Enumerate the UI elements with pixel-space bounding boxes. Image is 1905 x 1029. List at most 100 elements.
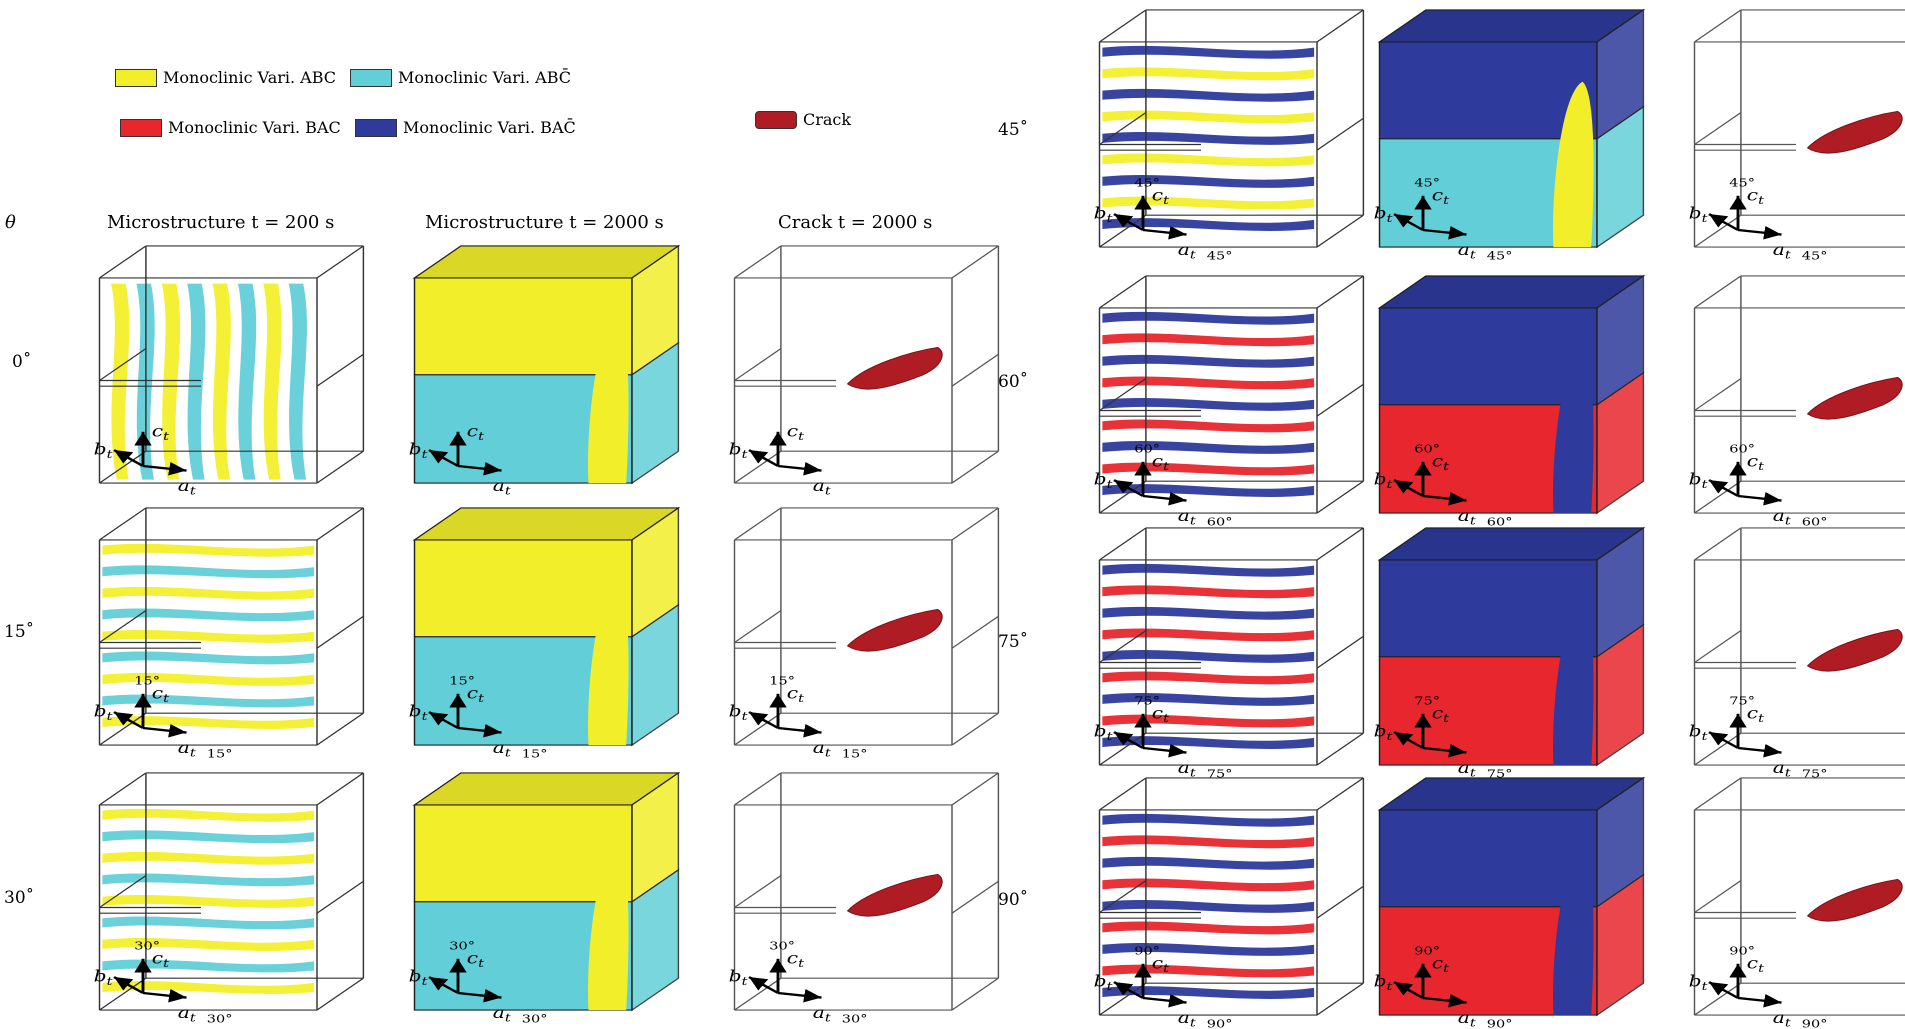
axis-label-a: at [1178,507,1197,528]
angle-mark: 60° [1802,516,1828,529]
axis-label-a: at [813,1004,832,1025]
angle-mark: 75° [1802,768,1828,781]
axis-label-c: ct [787,422,805,443]
angle-mark: 30° [522,1013,548,1026]
legend-item-abc: Monoclinic Vari. ABC [115,68,336,87]
angle-mark: 45° [1134,177,1160,190]
axis-label-b: bt [1689,205,1709,226]
angle-mark: 30° [134,940,160,953]
angle-mark: 90° [1802,1018,1828,1029]
angle-mark: 15° [842,748,868,761]
legend-item-crack: Crack [755,110,851,129]
angle-mark: 75° [1207,768,1233,781]
angle-mark: 15° [449,675,475,688]
angle-mark: 75° [1729,695,1755,708]
angle-mark: 75° [1414,695,1440,708]
angle-label: 60˚ [998,372,1029,392]
angle-mark: 60° [1414,443,1440,456]
legend-swatch-yellow [115,68,157,87]
column-header: Microstructure t = 200 s [107,212,335,233]
angle-mark: 30° [769,940,795,953]
legend-label: Crack [803,110,852,129]
axis-label-a: at [1178,241,1197,262]
axis-label-a: at [813,739,832,760]
axis-label-a: at [813,477,832,498]
axis-label-a: at [178,1004,197,1025]
theta-label: θ [5,212,16,233]
angle-label: 0˚ [12,352,32,372]
axis-label-b: bt [1689,471,1709,492]
axis-label-b: bt [94,968,114,989]
angle-mark: 15° [207,748,233,761]
axis-label-b: bt [1689,723,1709,744]
angle-mark: 45° [1487,250,1513,263]
angle-label: 30˚ [4,888,35,908]
angle-mark: 60° [1487,516,1513,529]
cube-panel-crack: at bt ct [729,245,1000,498]
legend-label: Monoclinic Vari. BAC̄ [403,118,576,137]
column-header: Crack t = 2000 s [778,212,933,233]
axis-label-a: at [1773,759,1792,780]
axis-label-b: bt [1094,205,1114,226]
angle-mark: 30° [842,1013,868,1026]
angle-label: 90˚ [998,890,1029,910]
legend-swatch-crack [755,110,797,129]
angle-mark: 90° [1207,1018,1233,1029]
axis-label-b: bt [94,703,114,724]
axis-label-a: at [178,477,197,498]
angle-mark: 45° [1414,177,1440,190]
legend-swatch-cyan [350,68,392,87]
axis-label-b: bt [1094,973,1114,994]
legend-swatch-red [120,118,162,137]
angle-mark: 90° [1487,1018,1513,1029]
legend-label: Monoclinic Vari. ABC̄ [398,68,572,87]
axis-label-a: at [1773,507,1792,528]
legend-item-bac: Monoclinic Vari. BAC [120,118,341,137]
angle-mark: 75° [1134,695,1160,708]
legend-swatch-blue [355,118,397,137]
column-header: Microstructure t = 2000 s [425,212,664,233]
angle-mark: 45° [1207,250,1233,263]
angle-label: 45˚ [998,120,1029,140]
axis-label-b: bt [729,441,749,462]
axis-label-b: bt [1094,723,1114,744]
angle-mark: 45° [1729,177,1755,190]
axis-label-a: at [1773,241,1792,262]
angle-mark: 15° [522,748,548,761]
legend-item-bac-bar: Monoclinic Vari. BAC̄ [355,118,576,137]
angle-mark: 60° [1134,443,1160,456]
axis-label-a: at [1178,759,1197,780]
angle-mark: 90° [1414,945,1440,958]
angle-label: 15˚ [4,622,35,642]
legend-label: Monoclinic Vari. ABC [163,68,337,87]
legend-item-abc-bar: Monoclinic Vari. ABC̄ [350,68,571,87]
legend-label: Monoclinic Vari. BAC [168,118,341,137]
angle-mark: 45° [1802,250,1828,263]
axis-label-a: at [1178,1009,1197,1029]
axis-label-b: bt [729,703,749,724]
axis-label-a: at [178,739,197,760]
angle-mark: 15° [769,675,795,688]
axis-label-b: bt [1094,471,1114,492]
axis-label-b: bt [94,441,114,462]
angle-mark: 15° [134,675,160,688]
